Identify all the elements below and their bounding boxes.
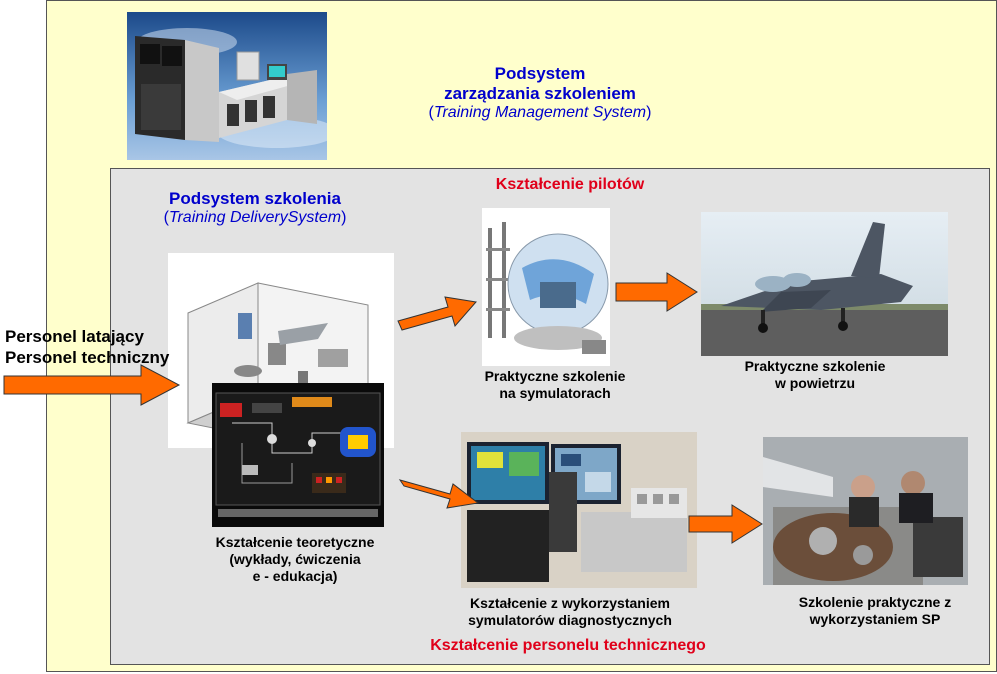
aircraft-maintenance-photo: [763, 437, 968, 585]
input-personnel: Personel latający Personel techniczny: [5, 326, 169, 368]
tms-title: Podsystem zarządzania szkoleniem (Traini…: [330, 64, 750, 122]
input-technical-personnel: Personel techniczny: [5, 348, 170, 367]
technical-heading: Kształcenie personelu technicznego: [430, 637, 706, 654]
caption-diagnostic-training: Kształcenie z wykorzystaniem symulatorów…: [468, 595, 672, 628]
arrow-to-flight-icon: [615, 272, 699, 312]
input-flying-personnel: Personel latający: [5, 327, 144, 346]
tds-title-line1: Podsystem szkolenia: [169, 189, 341, 208]
arrow-to-simulators-icon: [396, 288, 478, 332]
pilots-heading: Kształcenie pilotów: [495, 176, 645, 193]
tms-title-line1: Podsystem: [494, 64, 586, 83]
trainer-jet-photo: [701, 212, 948, 356]
tms-title-line2: zarządzania szkoleniem: [444, 84, 636, 103]
arrow-to-sp-training-icon: [688, 504, 764, 544]
tds-title: Podsystem szkolenia (Training DeliverySy…: [120, 189, 390, 227]
dome-simulator-photo: [482, 208, 610, 366]
caption-sp-training: Szkolenie praktyczne z wykorzystaniem SP: [798, 594, 952, 627]
tds-subtitle: (Training DeliverySystem): [163, 209, 347, 226]
tms-subtitle: (Training Management System): [428, 104, 652, 121]
caption-simulator-training: Praktyczne szkolenie na symulatorach: [484, 368, 626, 401]
caption-flight-training: Praktyczne szkolenie w powietrzu: [744, 358, 886, 391]
arrow-to-diagnostic-icon: [398, 470, 480, 514]
fuel-system-schematic-screen: [212, 383, 384, 527]
training-console-photo: [127, 12, 327, 160]
diagnostic-simulator-photo: [461, 432, 697, 588]
caption-theory-training: Kształcenie teoretyczne (wykłady, ćwicze…: [215, 534, 375, 584]
input-arrow-icon: [3, 364, 181, 406]
